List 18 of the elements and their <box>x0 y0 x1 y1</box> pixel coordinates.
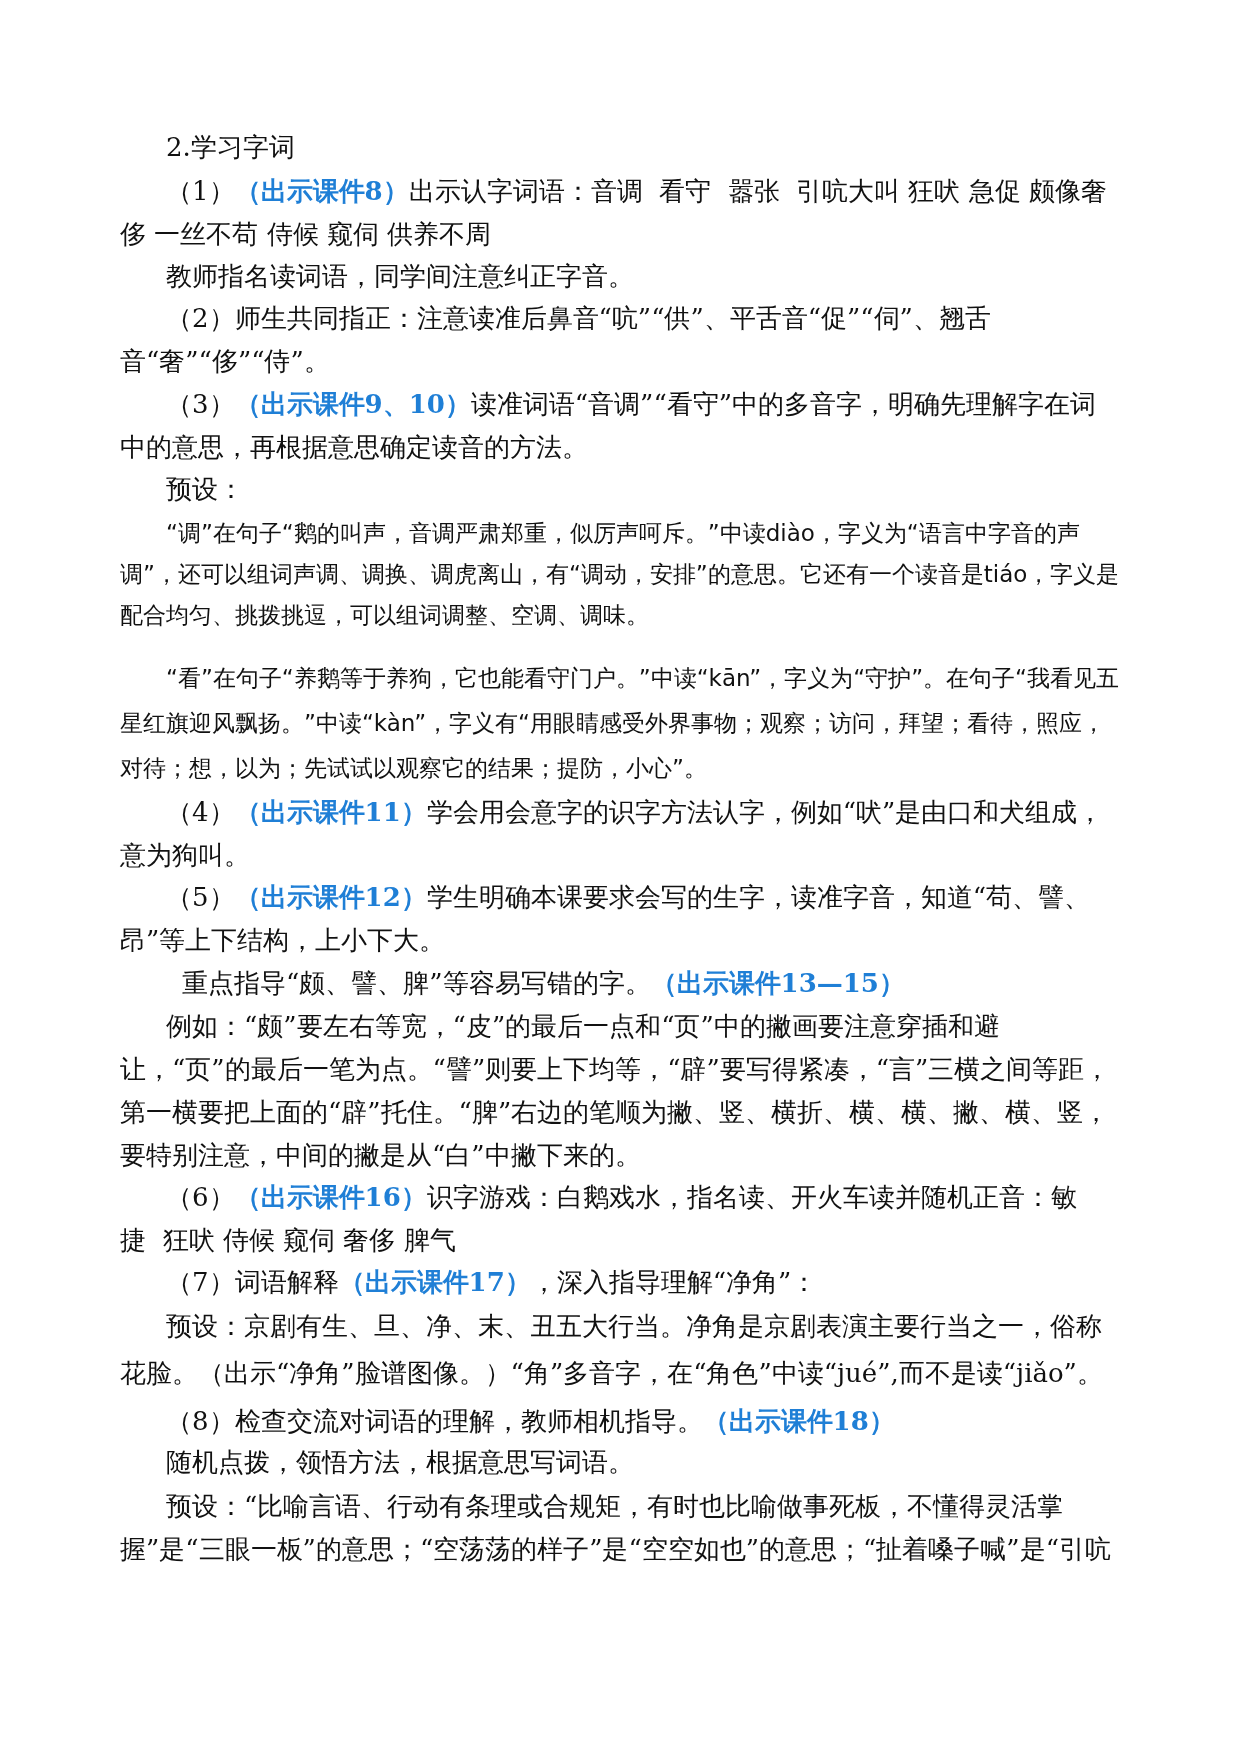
paragraph: 预设：“比喻言语、行动有条理或合规矩，有时也比喻做事死板，不懂得灵活掌握”是“三眼一板”的意思；“空荡荡的样子”是“空空如也”的意思；“扯着嗓子喊”是“引吭 <box>120 1490 1112 1566</box>
paragraph: “调”在句子“鹅的叫声，音调严肃郑重，似厉声呵斥。”中读diào，字义为“语言中字音的声调”，还可以组词声调、调换、调虎离山，有“调动，安排”的意思。它还有一个读音是tiáo，字义是配合均匀、挑拨挑逗，可以组词调整、空调、调味。 <box>120 519 1120 630</box>
paragraph: 教师指名读词语，同学间注意纠正字音。 <box>165 260 635 293</box>
paragraph: 2.学习字词 <box>165 131 296 164</box>
paragraph: （2）师生共同指正：注意读准后鼻音“吭”“供”、平舌音“促”“伺”、翘舌音“奢”“侈”“侍”。 <box>120 302 992 378</box>
paragraph: （7）词语解释（出示课件17），深入指导理解“净角”： <box>165 1266 819 1299</box>
paragraph: “看”在句子“养鹅等于养狗，它也能看守门户。”中读“kān”，字义为“守护”。在句子“我看见五星红旗迎风飘扬。”中读“kàn”，字义有“用眼睛感受外界事物；观察；访问，拜望；看待，照应，对待；想，以为；先试试以观察它的结果；提防，小心”。 <box>120 664 1120 783</box>
paragraph: （1）（出示课件8）出示认字词语：音调 看守 嚣张 引吭大叫 狂吠 急促 颇像奢侈 一丝不苟 侍候 窥伺 供养不周 <box>120 175 1109 251</box>
paragraph: 预设： <box>165 473 245 506</box>
paragraph: 预设：京剧有生、旦、净、末、丑五大行当。净角是京剧表演主要行当之一，俗称花脸。（出示“净角”脸谱图像。）“角”多音字，在“角色”中读“jué”,而不是读“jiǎo”。 <box>120 1310 1104 1390</box>
paragraph: （4）（出示课件11）学会用会意字的识字方法认字，例如“吠”是由口和犬组成，意为狗叫。 <box>120 796 1105 872</box>
paragraph: 随机点拨，领悟方法，根据意思写词语。 <box>165 1446 635 1479</box>
paragraph: （8）检查交流对词语的理解，教师相机指导。（出示课件18） <box>165 1405 896 1438</box>
paragraph: （3）（出示课件9、10）读准词语“音调”“看守”中的多音字，明确先理解字在词中的意思，再根据意思确定读音的方法。 <box>120 388 1097 464</box>
paragraph: 重点指导“颇、譬、脾”等容易写错的字。（出示课件13—15） <box>181 967 906 1000</box>
paragraph: （5）（出示课件12）学生明确本课要求会写的生字，读准字音，知道“苟、譬、昂”等上下结构，上小下大。 <box>120 881 1092 957</box>
paragraph: 例如：“颇”要左右等宽，“皮”的最后一点和“页”中的撇画要注意穿插和避让，“页”的最后一笔为点。“譬”则要上下均等，“辟”要写得紧凑，“言”三横之间等距，第一横要把上面的“辟”托住。“脾”右边的笔顺为撇、竖、横折、横、横、撇、横、竖，要特别注意，中间的撇是从“白”中撇下来的。 <box>120 1010 1112 1172</box>
paragraph: （6）（出示课件16）识字游戏：白鹅戏水，指名读、开火车读并随机正音：敏捷 狂吠 侍候 窥伺 奢侈 脾气 <box>120 1181 1078 1257</box>
